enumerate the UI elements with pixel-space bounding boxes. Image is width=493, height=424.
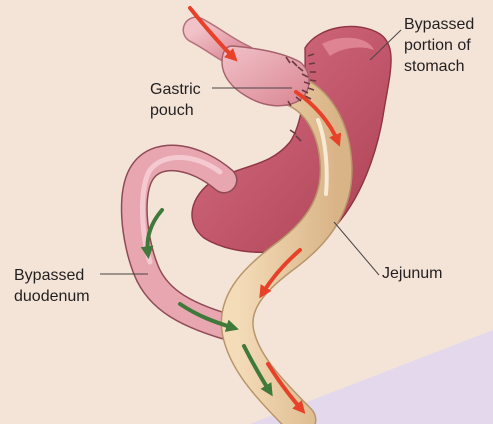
label-line: duodenum — [14, 286, 90, 307]
label-line: stomach — [404, 56, 474, 77]
gastric-pouch — [222, 46, 309, 106]
label-line: pouch — [150, 100, 201, 121]
jejunum-limb-fill — [237, 90, 336, 420]
leader-jejunum — [334, 222, 379, 275]
label-line: Bypassed — [404, 14, 474, 35]
label-line: Bypassed — [14, 265, 90, 286]
label-bypassed-stomach: Bypassed portion of stomach — [404, 14, 474, 77]
label-line: Gastric — [150, 79, 201, 100]
label-gastric-pouch: Gastric pouch — [150, 79, 201, 121]
label-bypassed-duodenum: Bypassed duodenum — [14, 265, 90, 307]
label-line: portion of — [404, 35, 474, 56]
label-line: Jejunum — [382, 263, 442, 284]
label-jejunum: Jejunum — [382, 263, 442, 284]
